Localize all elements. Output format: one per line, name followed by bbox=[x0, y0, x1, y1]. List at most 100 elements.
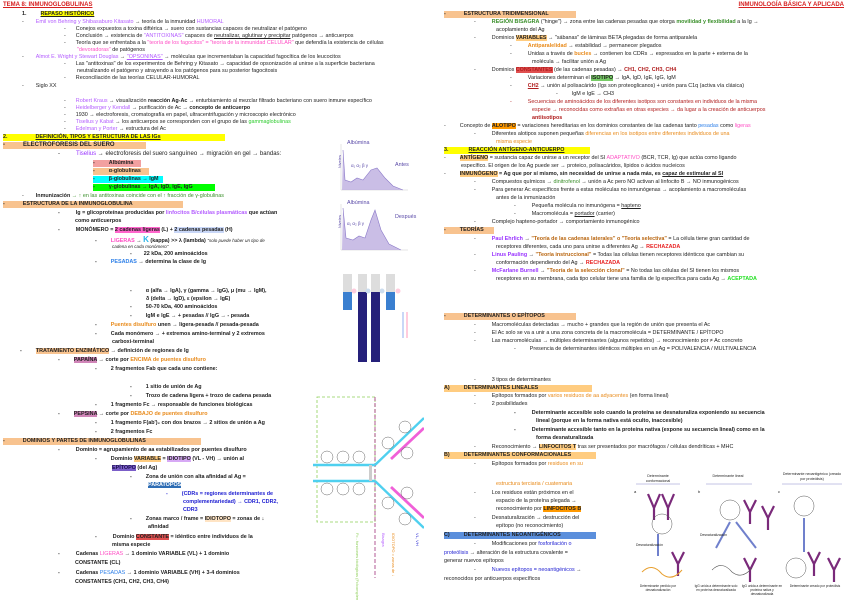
list-item: -Compuestos químicos → dinitrofenol → un… bbox=[474, 179, 739, 185]
list-item: -Cadenas LIGERAS → 1 dominio VARIABLE (V… bbox=[58, 551, 230, 557]
list-item: -McFarlane Burnell → "Teoría de la selec… bbox=[474, 268, 740, 274]
list-item: -Cada monómero → + extremos amino-termin… bbox=[95, 331, 265, 337]
list-item: -1 fragmento Fc → responsable de funcion… bbox=[95, 402, 253, 408]
list-item: -IgM e IgE → + pesadas // IgG → - pesada bbox=[130, 313, 250, 319]
list-item: -1 fragmento F(ab')₂ con dos brazos → 2 … bbox=[95, 420, 265, 426]
subsection-heading: -TEORÍAS bbox=[444, 227, 494, 235]
course-title: INMUNOLOGÍA BÁSICA Y APLICADA bbox=[738, 2, 844, 8]
list-item: -Modificaciones por fosforilación o bbox=[474, 541, 572, 547]
list-item: -Ig = glicoproteínas producidas por linf… bbox=[58, 210, 278, 216]
subsection-heading: -ESTRUCTURA DE LA INMUNOGLOBULINA bbox=[3, 201, 183, 209]
list-item: -2 posibilidades bbox=[474, 401, 528, 407]
list-item: -Determinante accesible solo cuando la p… bbox=[514, 410, 765, 416]
list-item: -PESADAS → determina la clase de Ig bbox=[95, 259, 207, 265]
list-item: -Cadenas PESADAS → 1 dominio VARIABLE (V… bbox=[58, 570, 240, 576]
list-item: -Siglo XX bbox=[22, 83, 57, 89]
list-item: -Reconciliación de las teorías CELULAR-H… bbox=[64, 75, 200, 81]
subsection-heading: -DETERMINANTES O EPÍTOPOS bbox=[444, 313, 576, 321]
left-page: TEMA 8: INMUNOGLOBULINAS 1.REPASO HISTÓR… bbox=[3, 2, 424, 600]
list-item: -50-70 kDa, 400 aminoácidos bbox=[130, 304, 218, 310]
list-item: -TRATAMIENTO ENZIMÁTICO → definición de … bbox=[20, 348, 189, 354]
list-item: -MONÓMERO = 2 cadenas ligeras (L) + 2 ca… bbox=[58, 227, 233, 233]
list-item: -2 fragmentos Fc bbox=[95, 429, 153, 435]
section-1-heading: 1.REPASO HISTÓRICO bbox=[22, 11, 95, 18]
right-page: INMUNOLOGÍA BÁSICA Y APLICADA -ESTRUCTUR… bbox=[444, 2, 844, 596]
determinant-a-heading: A)DETERMINANTES LINEALES bbox=[444, 385, 592, 393]
list-item: -Trozo de cadena ligera + trozo de caden… bbox=[130, 393, 272, 399]
epitope-types-figure: Determinante conformacional Determinante… bbox=[634, 472, 842, 596]
list-item: -CH2 → unión al polisacárido (Igs son pr… bbox=[510, 83, 744, 89]
section-title: REPASO HISTÓRICO bbox=[40, 11, 95, 17]
list-item: -Desnaturalización → destrucción del bbox=[474, 515, 580, 521]
list-item: -Paul Ehrlich → "Teoría de las cadenas l… bbox=[474, 236, 750, 242]
subsection-heading: -ELECTROFORESIS DEL SUERO bbox=[3, 142, 146, 150]
list-item: -22 kDa, 200 aminoácidos bbox=[130, 251, 208, 257]
list-item: -IgM e IgE → CH3 bbox=[556, 91, 615, 97]
list-item: -Emil von Behring y Shibasaburo Kitasato… bbox=[22, 19, 224, 25]
list-item: -Dominio VARIABLE = IDIOTIPO (VL - VH) →… bbox=[95, 456, 245, 462]
list-item: -Complejo hapteno-portador → comportamie… bbox=[474, 219, 640, 225]
graph-curve-icon bbox=[340, 204, 408, 251]
list-item: -Unidas a través de bucles → contienen l… bbox=[510, 51, 748, 57]
list-item: -Dominios VARIABLES → "sábanas" de lámin… bbox=[474, 35, 698, 41]
list-item: -El Ac solo se va a unir a una zona conc… bbox=[474, 330, 724, 336]
list-item: -Variaciones determinan el ISOTIPO → IgA… bbox=[510, 75, 676, 81]
list-item: -Pequeña molécula no inmunógena = hapten… bbox=[514, 203, 641, 209]
list-item: -Secuencias de aminoácidos de los difere… bbox=[510, 99, 758, 105]
list-item: -REGIÓN BISAGRA ("hinge") → zona entre l… bbox=[474, 19, 759, 25]
list-item: -1930 → electroforesis, cromatografía en… bbox=[64, 112, 296, 118]
list-item: -Epítopos formados por residuos en su bbox=[474, 461, 583, 467]
band-beta: -β-globulinas → IgM bbox=[93, 176, 163, 184]
band-alpha: -α-globulinas bbox=[93, 168, 149, 176]
list-item: -Macromoléculas detectadas → mucho + gra… bbox=[474, 322, 711, 328]
list-item: -Las macromoléculas → múltiples determin… bbox=[474, 338, 743, 344]
list-item: -Puentes disulfuro unen → ligera-pesada … bbox=[95, 322, 259, 328]
band-albumina: -Albúmina bbox=[93, 160, 141, 168]
determinant-c-heading: C)DETERMINANTES NEOANTIGÉNICOS bbox=[444, 532, 596, 540]
subsection-heading: -ESTRUCTURA TRIDIMENSIONAL bbox=[444, 11, 576, 19]
antibody-structure-diagram: Fc - funciones biológicas (Fc/complement… bbox=[313, 393, 424, 600]
list-item: -Dominio CONSTANTE = idéntico entre indi… bbox=[95, 534, 253, 540]
list-item: -LIGERAS → K (kappa) >> λ (lambda) "solo… bbox=[95, 235, 265, 245]
list-item: -INMUNÓGENO = Ag que por sí mismo, sin n… bbox=[444, 171, 724, 177]
list-item: -Presencia de determinantes idénticos mú… bbox=[514, 346, 757, 352]
list-item: -Determinante accesible tanto en la prot… bbox=[514, 427, 765, 433]
determinant-b-heading: B)DETERMINANTES CONFORMACIONALES bbox=[444, 452, 596, 460]
list-item: -Teoría que se enfrentaba a la "teoría d… bbox=[64, 40, 384, 46]
section-3-heading: 3.REACCIÓN ANTÍGENO-ANTICUERPO bbox=[444, 147, 590, 155]
section-2-heading: 2.DEFINICIÓN, TIPOS Y ESTRUCTURA DE LAS … bbox=[3, 134, 225, 142]
list-item: -Dominios CONSTANTES (de las cadenas pes… bbox=[474, 67, 677, 73]
list-item: -Inmunización → ↑ en las antitoxinas coi… bbox=[22, 193, 224, 199]
list-item: -Concepto de ALOTIPO = variaciones hered… bbox=[444, 123, 751, 129]
list-item: -Epítopos formados por varios residuos d… bbox=[474, 393, 669, 399]
list-item: -Reconocimiento → LINFOCITOS T tras ser … bbox=[474, 444, 734, 450]
electrophoresis-graph-after: Albúmina Niveles α₁ α₂ β γ Después bbox=[333, 200, 416, 254]
list-item: -Zona de unión con alta afinidad al Ag = bbox=[130, 474, 246, 480]
list-item: -3 tipos de determinantes bbox=[474, 377, 551, 383]
list-item: -Linus Pauling → "Teoría instruccional" … bbox=[474, 252, 745, 258]
list-item: -PEPSINA → corte por DEBAJO de puentes d… bbox=[58, 411, 208, 417]
list-item: -Dominio = agrupamiento de aa estabiliza… bbox=[58, 447, 247, 453]
electrophoresis-graph-before: Albúmina Niveles α₁ α₂ β γ Antes bbox=[333, 140, 413, 194]
list-item: -Tiselius y Kabat → los anticuerpos se c… bbox=[64, 119, 291, 125]
list-item: -2 fragmentos Fab que cada uno contiene: bbox=[95, 366, 218, 372]
list-item: -Conclusión → existencia de "ANTITOXINAS… bbox=[64, 33, 354, 39]
list-item: -Los residuos están próximos en el bbox=[474, 490, 574, 496]
list-item: -ANTÍGENO = sustancia capaz de unirse a … bbox=[444, 155, 737, 161]
list-item: -Tiselius → electroforesis del suero san… bbox=[58, 151, 282, 157]
list-item: -Antiparalelidad → estabilidad → permane… bbox=[510, 43, 662, 49]
list-item: -Robert Kraus → visualización reacción A… bbox=[64, 98, 372, 104]
list-item: -Almot E. Wright y Stewart Douglas → "OP… bbox=[22, 54, 341, 60]
list-item: -Macromolécula = portador (carrier) bbox=[514, 211, 615, 217]
list-item: -1 sitio de unión de Ag bbox=[130, 384, 202, 390]
list-item: -Diferentes alotipos suponen pequeñas di… bbox=[474, 131, 730, 137]
list-item: -α (alfa → IgA), γ (gamma → IgG), μ (mu … bbox=[130, 288, 267, 294]
list-item: -(CDRs = regiones determinantes de bbox=[166, 491, 274, 497]
list-item: -Edelman y Porter → estructura del Ac bbox=[64, 126, 166, 132]
graph-curve-icon bbox=[340, 144, 408, 191]
band-gamma: -γ-globulinas → IgA, IgD, IgE, IgG bbox=[93, 184, 215, 192]
list-item: -Para generar Ac específicos frente a es… bbox=[474, 187, 747, 193]
document-title: TEMA 8: INMUNOGLOBULINAS bbox=[3, 2, 93, 8]
subsection-heading: -DOMINIOS Y PARTES DE INMUNOGLOBULINAS bbox=[3, 438, 201, 446]
list-item: -Nuevos epítopos = neoantigénicos → bbox=[474, 567, 582, 573]
